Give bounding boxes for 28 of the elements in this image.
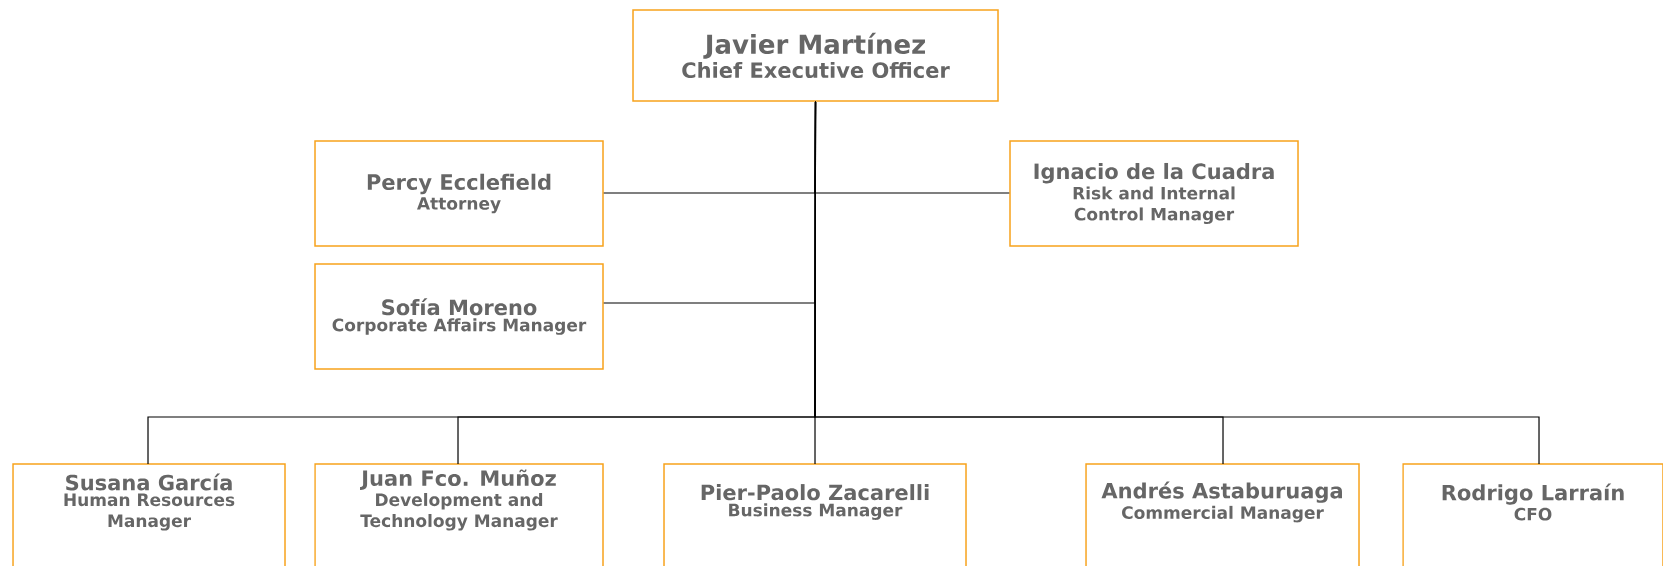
job-title: Commercial Manager: [1122, 505, 1324, 523]
job-title: Chief Executive Officer: [682, 61, 950, 79]
person-box: [632, 9, 999, 102]
person-name: Percy Ecclefield: [367, 173, 551, 195]
job-title: Development and Technology Manager: [360, 492, 558, 531]
person-name: Susana García: [66, 473, 232, 491]
person-box: [314, 263, 604, 370]
connector-line: [814, 101, 1540, 465]
person-name: Rodrigo Larraín: [1442, 483, 1624, 505]
job-title: Risk and Internal Control Manager: [1073, 186, 1235, 225]
person-box: [314, 463, 604, 566]
person-box: [1009, 140, 1299, 247]
person-box: [1085, 463, 1360, 566]
person-name: Ignacio de la Cuadra: [1034, 162, 1274, 184]
person-box: [314, 140, 604, 247]
person-box: [1402, 463, 1663, 566]
person-box: [12, 463, 286, 566]
person-name: Javier Martínez: [703, 32, 925, 59]
person-name: Juan Fco. Muñoz: [360, 469, 556, 490]
job-title: Business Manager: [729, 503, 903, 520]
person-name: Andrés Astaburuaga: [1101, 481, 1342, 503]
person-name: Sofía Moreno: [382, 298, 537, 316]
job-title: CFO: [1514, 507, 1552, 521]
job-title: Corporate Affairs Manager: [332, 318, 587, 335]
person-name: Pier-Paolo Zacarelli: [701, 484, 929, 501]
person-box: [663, 463, 967, 566]
job-title: Attorney: [417, 197, 501, 214]
job-title: Human Resources Manager: [64, 493, 235, 531]
